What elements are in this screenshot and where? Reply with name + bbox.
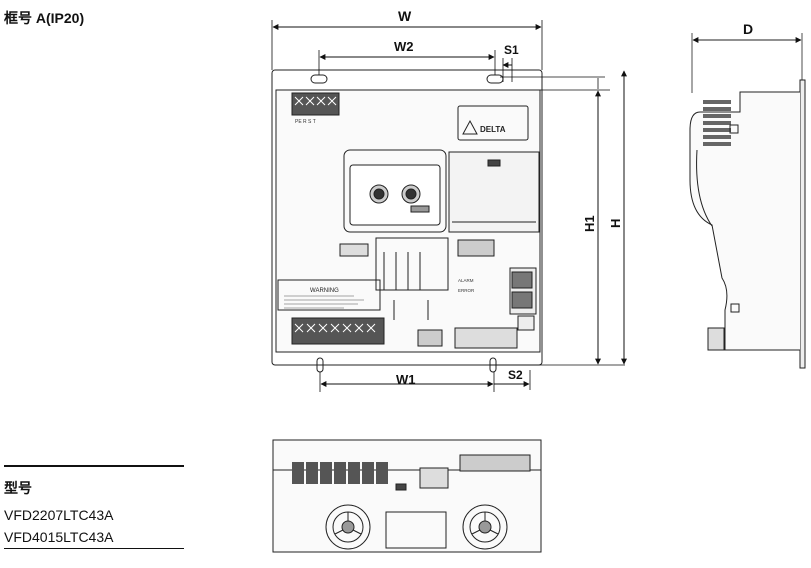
left-knob-center: [373, 188, 385, 200]
dim-label-w2: W2: [394, 39, 414, 54]
model-heading: 型号: [4, 480, 32, 496]
front-view: PE R S T DELTA ALARM ERROR WARNING: [271, 69, 543, 373]
side-terminal: [707, 327, 725, 351]
right-knob-center: [405, 188, 417, 200]
warning-label-area: [277, 279, 381, 311]
bottom-relay-connector: [419, 467, 449, 489]
warning-text-lines: [284, 295, 364, 309]
input-terminal-screws: [294, 96, 337, 106]
dim-label-w1: W1: [396, 372, 416, 387]
mid-connector-left: [339, 243, 369, 257]
model-table-bottom-rule: [4, 548, 184, 549]
dim-label-w: W: [398, 8, 412, 24]
mid-connector-right: [457, 239, 495, 257]
comm-port-2: [511, 291, 533, 309]
w2-extension-lines: [318, 50, 496, 75]
bottom-label-plate: [385, 511, 447, 549]
bottom-view: [272, 439, 542, 553]
d-extension-lines: [691, 33, 803, 93]
dim-label-s1: S1: [504, 43, 519, 57]
error-label: ERROR: [458, 288, 475, 293]
side-vent-slots: [703, 100, 731, 146]
model-item-2: VFD4015LTC43A: [4, 529, 114, 545]
model-table: 型号 VFD2207LTC43A VFD4015LTC43A: [4, 465, 184, 549]
logo-plate: [457, 105, 529, 141]
option-module-led: [487, 159, 501, 167]
dim-label-s2: S2: [508, 368, 523, 382]
input-terminal-label: PE R S T: [295, 119, 316, 125]
bottom-control-connector: [459, 454, 531, 472]
w-extension-lines: [271, 20, 543, 70]
fan-right: [462, 504, 508, 550]
dim-label-d: D: [743, 21, 753, 37]
side-view: [689, 33, 806, 369]
side-keypad-profile: [696, 149, 713, 227]
bottom-switch: [395, 483, 407, 491]
side-body-outline: [689, 91, 800, 351]
side-indicator: [730, 303, 740, 313]
side-led: [729, 124, 739, 134]
dim-label-h: H: [608, 219, 623, 228]
side-connector: [517, 315, 535, 331]
control-terminal-block: [454, 327, 518, 349]
fan-left: [325, 504, 371, 550]
warning-label: WARNING: [310, 288, 339, 294]
input-terminal-block: [291, 92, 340, 116]
front-dimension-labels: W W2 S1 H1 H W1 S2: [394, 8, 623, 387]
frame-title: 框号 A(IP20): [4, 10, 85, 26]
keypad-housing: [343, 149, 447, 233]
model-item-1: VFD2207LTC43A: [4, 507, 114, 523]
brand-label: DELTA: [480, 125, 506, 134]
bottom-terminal-row: [292, 462, 388, 484]
center-board: [375, 237, 449, 291]
keypad-panel: [349, 164, 441, 226]
dim-label-h1: H1: [582, 215, 597, 232]
model-table-top-rule: [4, 465, 184, 467]
relay-terminal-block: [417, 329, 443, 347]
output-terminal-screws: [294, 323, 376, 333]
alarm-label: ALARM: [458, 278, 474, 283]
comm-port-1: [511, 271, 533, 289]
center-board-slots: [383, 252, 421, 290]
ribbon-guides: [393, 300, 429, 320]
side-mounting-plate: [799, 79, 806, 369]
w1-extension-lines: [319, 372, 495, 392]
front-dimensions: [271, 20, 627, 392]
delta-logo-icon: [462, 119, 478, 135]
height-extension-lines: [490, 76, 625, 366]
keypad-switch: [410, 205, 430, 213]
